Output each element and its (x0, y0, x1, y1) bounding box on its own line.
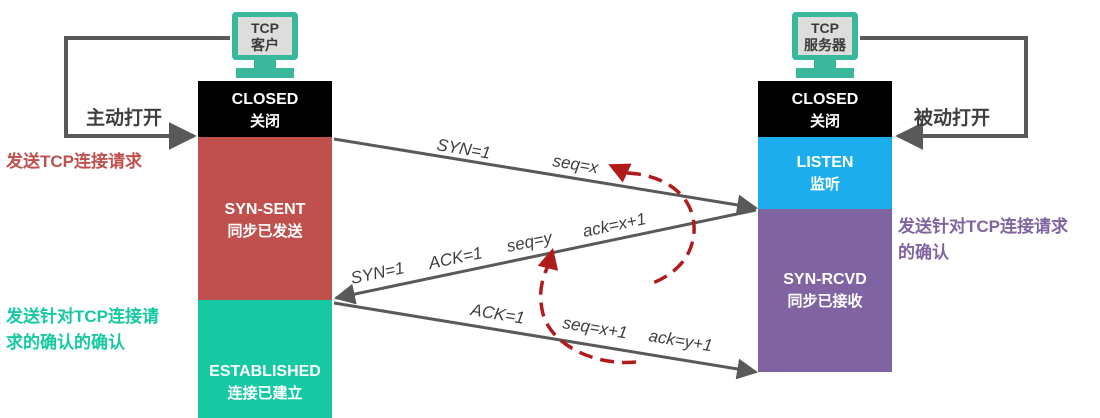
server-monitor-line1: TCP (811, 20, 839, 36)
server-monitor-line2: 服务器 (804, 37, 847, 53)
client-open-connector (64, 36, 230, 150)
server-state-syn-rcvd: SYN-RCVD 同步已接收 (758, 209, 892, 372)
seq-ack-curve-2-head (537, 247, 559, 271)
client-syn-sent-title: SYN-SENT (225, 201, 306, 218)
server-listen-sub: 监听 (810, 175, 840, 193)
m2-seq-label: seq=y (505, 228, 555, 256)
client-syn-sent-sub: 同步已发送 (227, 222, 303, 240)
m2-syn-label: SYN=1 (349, 258, 406, 288)
m1-syn-label: SYN=1 (435, 135, 492, 163)
server-state-listen: LISTEN 监听 (758, 137, 892, 209)
message-arrow-1 (333, 137, 759, 216)
message-arrow-3 (333, 301, 759, 380)
server-monitor-icon: TCP 服务器 (792, 12, 858, 78)
client-monitor-line1: TCP (251, 20, 279, 36)
client-closed-title: CLOSED (232, 91, 299, 108)
server-listen-title: LISTEN (797, 154, 854, 171)
server-closed-sub: 关闭 (810, 112, 840, 130)
seq-ack-curve-1-head (608, 163, 632, 183)
client-established-title: ESTABLISHED (209, 363, 321, 380)
client-request-note: 发送TCP连接请求 (5, 151, 142, 171)
client-established-sub: 连接已建立 (227, 384, 302, 402)
client-closed-sub: 关闭 (250, 112, 280, 130)
server-closed-title: CLOSED (792, 91, 859, 108)
m1-seq-label: seq=x (551, 151, 600, 177)
client-state-closed: CLOSED 关闭 (198, 81, 332, 137)
client-monitor-icon: TCP 客户 (232, 12, 298, 78)
client-confirm-note-line2: 求的确认的确认 (6, 332, 126, 352)
server-state-closed: CLOSED 关闭 (758, 81, 892, 137)
server-confirm-note-line1: 发送针对TCP连接请求 (897, 216, 1068, 236)
seq-ack-curve-2 (538, 263, 637, 365)
m3-seq-label: seq=x+1 (561, 313, 628, 342)
server-confirm-note-line2: 的确认 (898, 242, 950, 262)
client-confirm-note-line1: 发送针对TCP连接请 (5, 306, 159, 326)
seq-ack-curve-1 (626, 171, 696, 286)
server-open-connector (860, 36, 1028, 150)
client-open-label: 主动打开 (86, 106, 162, 129)
m3-ack-flag-label: ACK=1 (468, 300, 526, 328)
client-monitor-line2: 客户 (250, 37, 279, 53)
server-syn-rcvd-sub: 同步已接收 (787, 292, 862, 310)
m3-ack-label: ack=y+1 (647, 326, 713, 355)
client-state-syn-sent: SYN-SENT 同步已发送 (198, 137, 332, 300)
client-state-established: ESTABLISHED 连接已建立 (198, 300, 332, 418)
server-syn-rcvd-title: SYN-RCVD (783, 271, 867, 288)
server-open-label: 被动打开 (914, 106, 990, 129)
